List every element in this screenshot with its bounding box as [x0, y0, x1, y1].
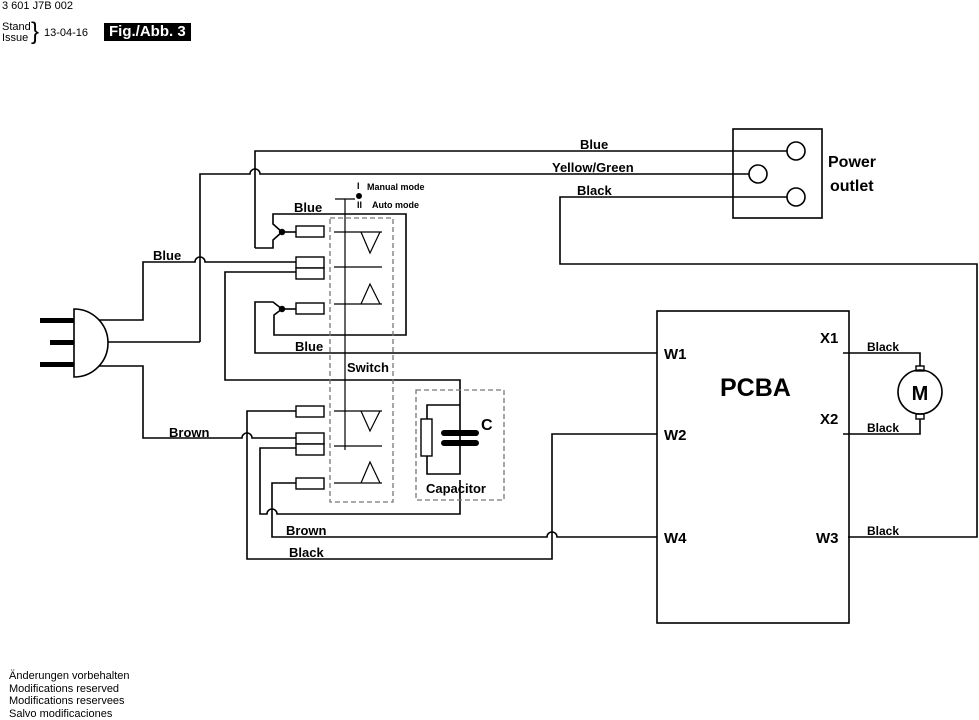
capacitor-symbol: C	[481, 417, 493, 434]
label-switch-brown: Brown	[286, 523, 327, 538]
terminal-7	[296, 444, 324, 455]
junction-dot-lower	[279, 306, 285, 312]
terminal-3	[296, 268, 324, 279]
contact-triangle-down-1	[361, 232, 380, 253]
switch-icon	[330, 193, 393, 502]
mode-2-label: Auto mode	[372, 200, 419, 210]
plug-pin-top	[40, 318, 74, 323]
footer-line-fr: Modifications reservees	[9, 695, 129, 708]
switch-label: Switch	[347, 360, 389, 375]
wire-top-junction-left	[255, 232, 282, 248]
capacitor-resistor	[421, 419, 432, 456]
mains-plug-icon	[40, 309, 108, 377]
pcba-label: PCBA	[720, 374, 791, 402]
footer-notes: Änderungen vorbehalten Modifications res…	[9, 670, 129, 720]
label-outlet-yellow-green: Yellow/Green	[552, 160, 634, 175]
label-plug-blue: Blue	[153, 248, 181, 263]
pcba-pin-w2: W2	[664, 427, 687, 444]
wire-outlet-blue	[255, 151, 787, 248]
power-outlet-label-1: Power	[828, 154, 876, 171]
terminal-4	[296, 303, 324, 314]
switch-mode-dot	[356, 193, 362, 199]
contact-triangle-up-2	[334, 462, 382, 483]
label-motor-x1-black: Black	[867, 340, 899, 354]
terminal-6	[296, 433, 324, 444]
mode-1-numeral: I	[357, 181, 360, 191]
outlet-socket-earth	[749, 165, 767, 183]
pcba-pin-w3: W3	[816, 530, 839, 547]
wire-outlet-yellow-green	[200, 169, 749, 342]
label-pcba-w3-black: Black	[867, 524, 899, 538]
pcba-pin-x1: X1	[820, 330, 838, 347]
footer-line-es: Salvo modificaciones	[9, 708, 129, 720]
wire-motor-x1	[843, 353, 920, 366]
wire-outlet-black	[560, 197, 977, 537]
wire-switch-to-capacitor	[225, 272, 460, 405]
label-motor-x2-black: Black	[867, 421, 899, 435]
terminal-1	[296, 226, 324, 237]
plug-pin-bottom	[40, 362, 74, 367]
junction-dot-top	[279, 229, 285, 235]
mode-2-numeral: II	[357, 200, 362, 210]
capacitor-plate-1	[441, 430, 479, 436]
terminal-8	[296, 478, 324, 489]
footer-line-de: Änderungen vorbehalten	[9, 670, 129, 683]
label-switch-lower-blue: Blue	[295, 339, 323, 354]
pcba-pin-w4: W4	[664, 530, 687, 547]
label-outlet-black: Black	[577, 183, 612, 198]
plug-pin-earth	[50, 340, 74, 345]
pcba-pin-x2: X2	[820, 411, 838, 428]
terminal-5	[296, 406, 324, 417]
terminal-2	[296, 257, 324, 268]
wire-plug-blue	[99, 257, 296, 320]
label-switch-black: Black	[289, 545, 324, 560]
label-outlet-blue: Blue	[580, 137, 608, 152]
motor-label: M	[912, 383, 929, 405]
label-switch-top-blue: Blue	[294, 200, 322, 215]
mode-1-label-text: Manual mode	[367, 182, 425, 192]
footer-line-en: Modifications reserved	[9, 683, 129, 696]
pcba-pin-w1: W1	[664, 346, 687, 363]
outlet-socket-blue	[787, 142, 805, 160]
outlet-socket-black	[787, 188, 805, 206]
power-outlet-label-2: outlet	[830, 178, 874, 195]
label-plug-brown: Brown	[169, 425, 210, 440]
capacitor-label: Capacitor	[426, 481, 486, 496]
capacitor-plate-2	[441, 440, 479, 446]
contact-triangle-up-1	[334, 284, 382, 304]
contact-triangle-down-2	[361, 411, 380, 431]
